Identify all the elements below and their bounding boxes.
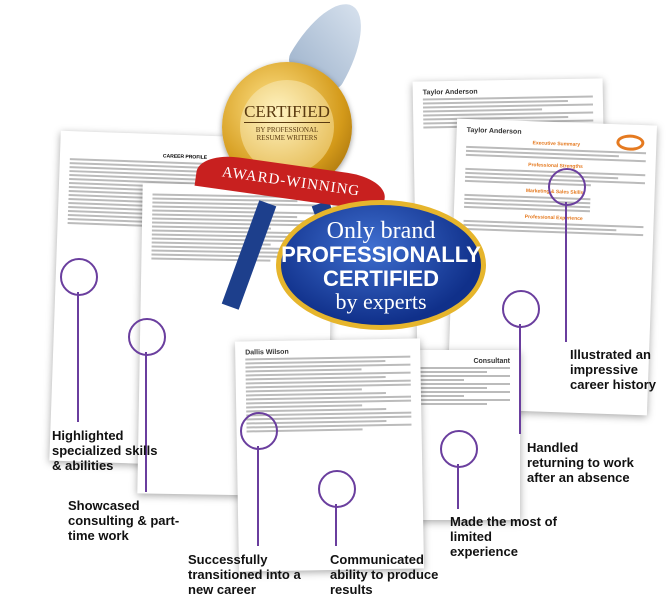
connector-line	[519, 324, 521, 434]
highlight-circle	[318, 470, 356, 508]
certified-seal: Only brand PROFESSIONALLY CERTIFIED by e…	[276, 200, 486, 330]
callout-career-transition: Successfully transitioned into a new car…	[188, 552, 301, 597]
connector-line	[257, 446, 259, 546]
callout-skills: Highlighted specialized skills & abiliti…	[52, 428, 158, 473]
highlight-circle	[502, 290, 540, 328]
connector-line	[335, 504, 337, 546]
connector-line	[145, 352, 147, 492]
highlight-circle	[440, 430, 478, 468]
callout-results: Communicated ability to produce results	[330, 552, 439, 597]
highlight-circle	[548, 168, 586, 206]
connector-line	[565, 202, 567, 342]
connector-line	[77, 292, 79, 422]
callout-career-history: Illustrated an impressive career history	[570, 347, 656, 392]
callout-consulting: Showcased consulting & part-time work	[68, 498, 180, 543]
resume-center: Dallis Wilson	[235, 338, 424, 572]
highlight-circle	[128, 318, 166, 356]
highlight-circle	[240, 412, 278, 450]
connector-line	[457, 464, 459, 509]
highlight-circle	[60, 258, 98, 296]
callout-returning-work: Handled returning to work after an absen…	[527, 440, 634, 485]
callout-limited-experience: Made the most of limited experience	[450, 514, 557, 559]
